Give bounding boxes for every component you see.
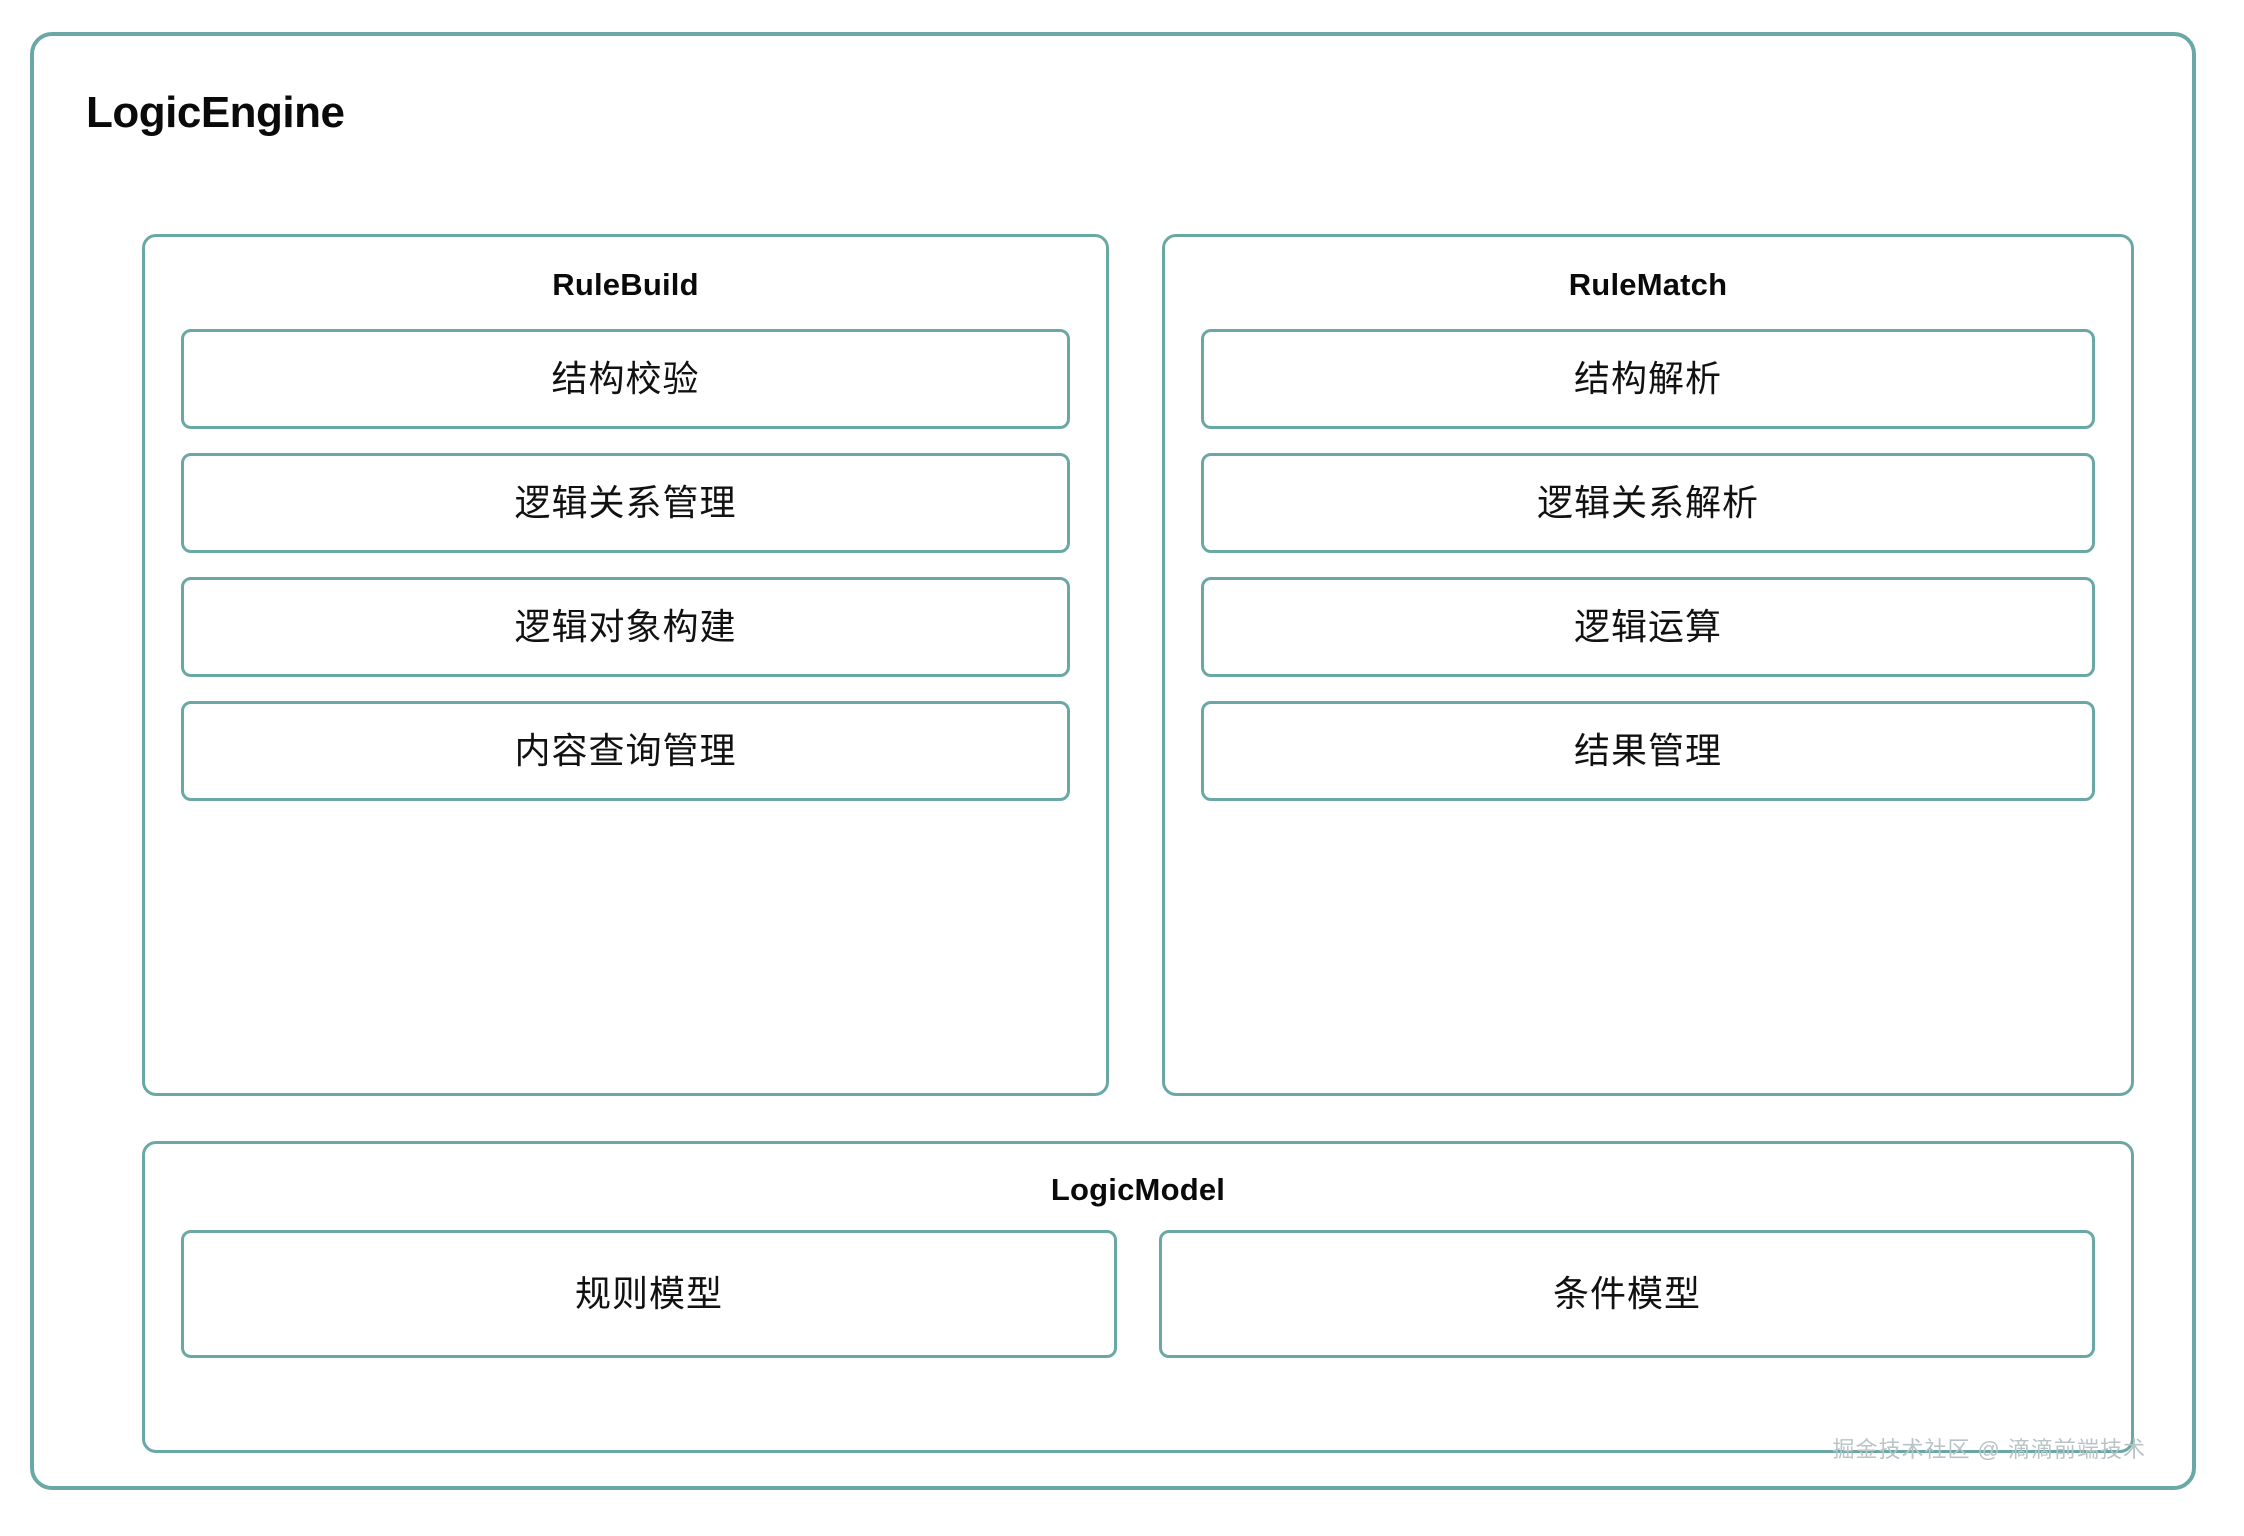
- rulematch-item-0-label: 结构解析: [1573, 358, 1722, 399]
- engine-title: LogicEngine: [86, 88, 345, 137]
- rulebuild-item-3-label: 内容查询管理: [514, 730, 737, 771]
- rulebuild-item-3[interactable]: 内容查询管理: [181, 701, 1070, 801]
- logicmodel-item-row: 规则模型 条件模型: [145, 1230, 2131, 1358]
- rulematch-item-list: 结构解析 逻辑关系解析 逻辑运算 结果管理: [1165, 329, 2131, 801]
- rulebuild-item-0[interactable]: 结构校验: [181, 329, 1070, 429]
- rulematch-item-3-label: 结果管理: [1573, 730, 1722, 771]
- rulebuild-item-2-label: 逻辑对象构建: [514, 606, 737, 647]
- panel-rulematch: RuleMatch 结构解析 逻辑关系解析 逻辑运算 结果管理: [1162, 234, 2134, 1096]
- logicmodel-item-0-label: 规则模型: [574, 1273, 723, 1314]
- rulebuild-item-2[interactable]: 逻辑对象构建: [181, 577, 1070, 677]
- logicmodel-item-1-label: 条件模型: [1552, 1273, 1701, 1314]
- rulebuild-item-1-label: 逻辑关系管理: [514, 482, 737, 523]
- rulematch-item-1[interactable]: 逻辑关系解析: [1201, 453, 2095, 553]
- rulebuild-item-list: 结构校验 逻辑关系管理 逻辑对象构建 内容查询管理: [145, 329, 1106, 801]
- logicmodel-item-0[interactable]: 规则模型: [181, 1230, 1117, 1358]
- rulematch-item-2[interactable]: 逻辑运算: [1201, 577, 2095, 677]
- rulebuild-item-1[interactable]: 逻辑关系管理: [181, 453, 1070, 553]
- panel-rulematch-title: RuleMatch: [1568, 267, 1728, 302]
- panel-logicmodel: LogicModel 规则模型 条件模型: [142, 1141, 2134, 1453]
- rulematch-item-2-label: 逻辑运算: [1573, 606, 1722, 647]
- panel-rulebuild: RuleBuild 结构校验 逻辑关系管理 逻辑对象构建 内容查询管理: [142, 234, 1109, 1096]
- rulematch-item-0[interactable]: 结构解析: [1201, 329, 2095, 429]
- rulematch-item-1-label: 逻辑关系解析: [1536, 482, 1759, 523]
- rulebuild-item-0-label: 结构校验: [551, 358, 700, 399]
- logicmodel-item-1[interactable]: 条件模型: [1159, 1230, 2095, 1358]
- rulematch-item-3[interactable]: 结果管理: [1201, 701, 2095, 801]
- panel-rulebuild-title: RuleBuild: [552, 267, 699, 302]
- watermark: 掘金技术社区 @ 滴滴前端技术: [1832, 1437, 2146, 1462]
- panel-logicmodel-title: LogicModel: [1050, 1172, 1226, 1207]
- logic-engine-container: LogicEngine RuleBuild 结构校验 逻辑关系管理 逻辑对象构建…: [30, 32, 2196, 1490]
